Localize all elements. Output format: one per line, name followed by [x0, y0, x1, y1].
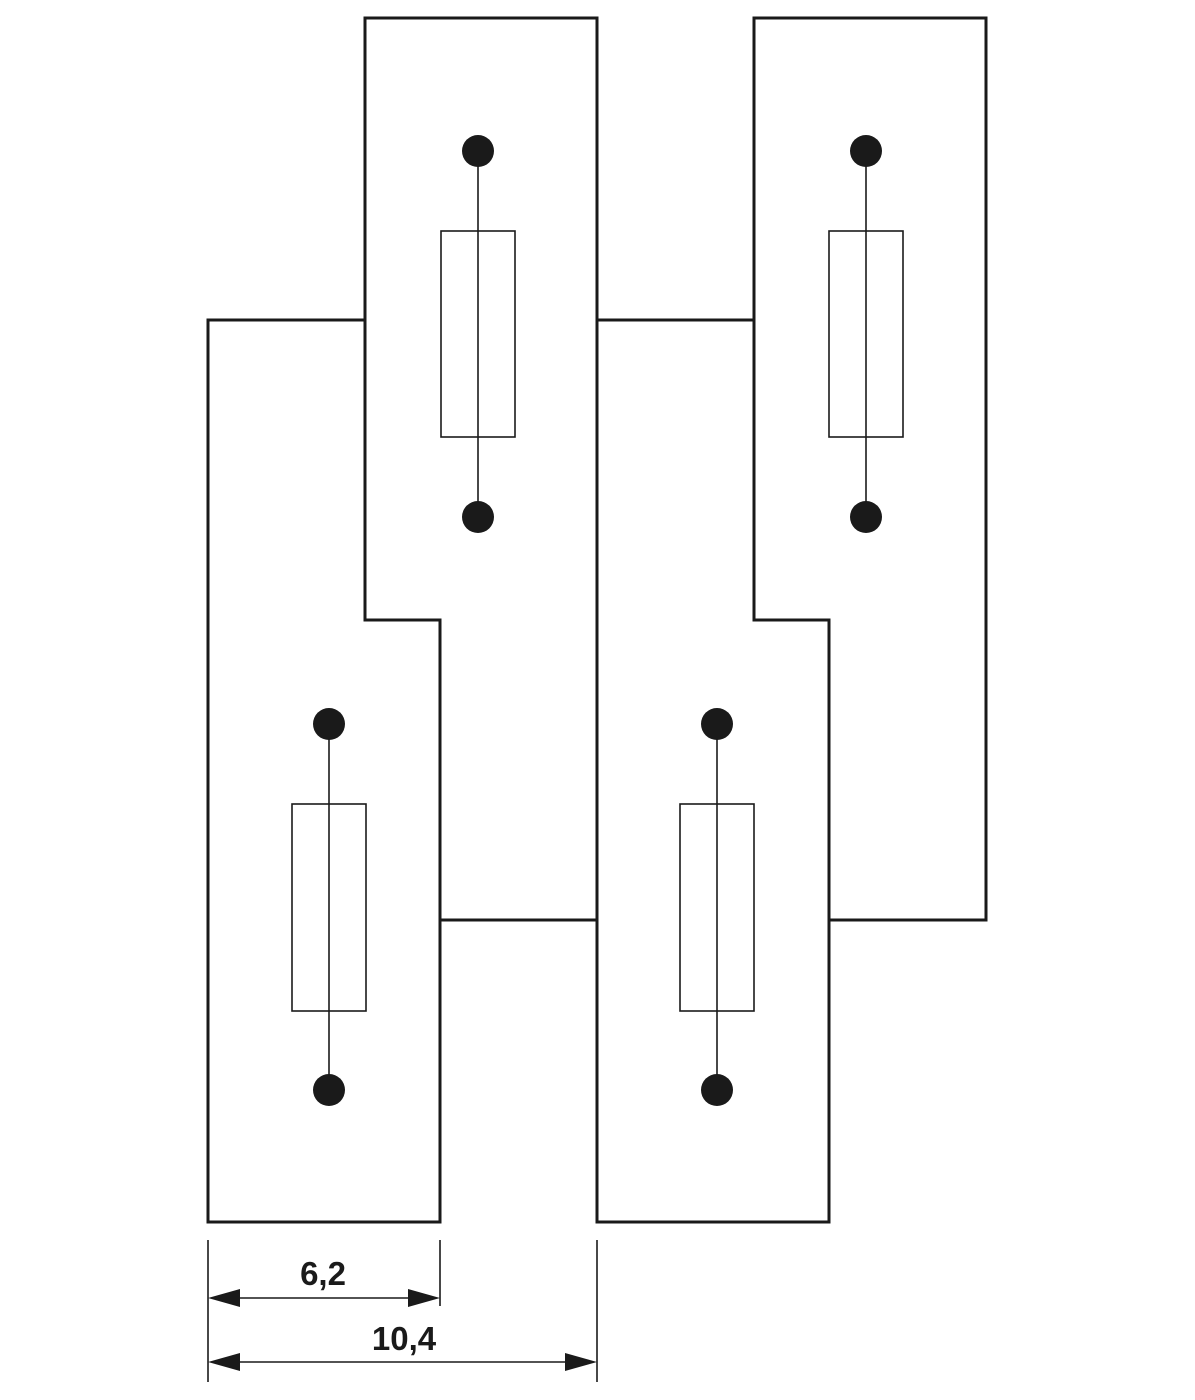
terminal-block-4-outline	[752, 16, 988, 922]
contact-group-lower-right	[679, 708, 755, 1106]
dimension-label-small: 6,2	[300, 1255, 346, 1292]
dimension-pitch-large: 10,4	[208, 1320, 597, 1371]
dimension-pitch-small: 6,2	[208, 1255, 440, 1307]
dimension-label-large: 10,4	[372, 1320, 437, 1357]
contact-group-upper-left	[440, 135, 516, 533]
contact-group-lower-left	[291, 708, 367, 1106]
terminal-block-2-outline	[363, 16, 599, 922]
contact-group-upper-right	[828, 135, 904, 533]
